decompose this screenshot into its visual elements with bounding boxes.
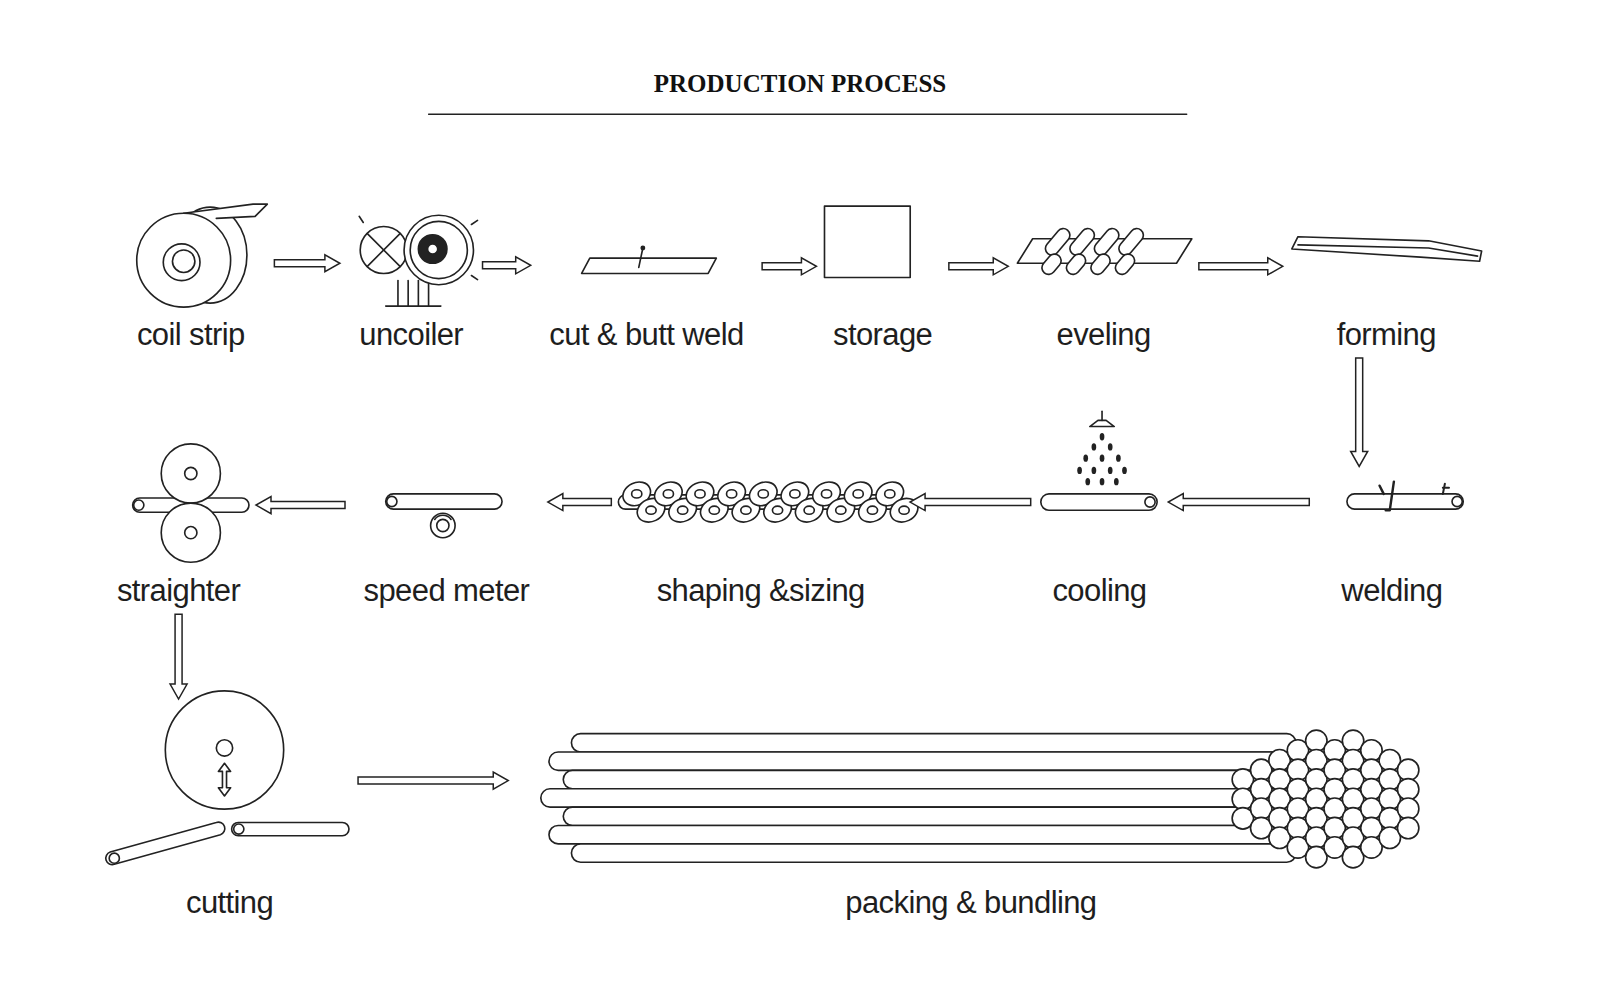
straightener-icon [133, 444, 249, 562]
process-step: packing & bundling [513, 733, 1428, 922]
flow-arrow [949, 258, 1008, 275]
process-step: coil strip [112, 202, 269, 353]
step-label: cut & butt weld [546, 317, 746, 353]
welding-icon [1347, 482, 1463, 511]
flow-arrow [762, 258, 816, 275]
flow-arrow [170, 614, 187, 699]
cooling-icon [1041, 411, 1157, 510]
step-label: speed meter [361, 573, 533, 609]
speed-meter-icon [386, 494, 502, 538]
title-rule [429, 114, 1187, 115]
storage-icon [824, 206, 910, 277]
forming-icon [1292, 237, 1482, 261]
step-label: forming [1334, 317, 1439, 353]
process-step: uncoiler [345, 202, 478, 353]
step-label: cutting [183, 885, 276, 921]
flow-arrow [274, 255, 340, 272]
step-label: eveling [1054, 317, 1154, 353]
flow-arrow [358, 772, 508, 789]
flow-arrow [483, 257, 531, 274]
process-step: cut & butt weld [536, 202, 757, 353]
flow-arrow [548, 494, 611, 511]
process-step: storage [821, 202, 943, 353]
step-label: coil strip [134, 317, 248, 353]
step-label: straighter [114, 573, 243, 609]
flow-arrow [1199, 258, 1283, 275]
strip-weld-icon [582, 246, 717, 273]
leveling-icon [1017, 226, 1191, 277]
diagram-title: PRODUCTION PROCESS [0, 70, 1600, 98]
process-step: cutting [106, 704, 353, 921]
flow-arrow [1351, 358, 1368, 466]
process-step: welding [1314, 471, 1469, 609]
coil-icon [137, 204, 268, 307]
flow-arrow [910, 494, 1031, 511]
step-label: uncoiler [356, 317, 466, 353]
uncoiler-icon [359, 215, 477, 306]
step-label: storage [830, 317, 935, 353]
sizing-rolls-icon [618, 478, 921, 527]
flow-arrow [1168, 494, 1309, 511]
process-step: shaping &sizing [616, 464, 905, 609]
process-step: speed meter [350, 480, 543, 610]
process-step: forming [1288, 202, 1485, 353]
process-step: eveling [1013, 202, 1194, 353]
process-step: straighter [106, 441, 251, 609]
step-label: cooling [1049, 573, 1149, 609]
step-label: welding [1338, 573, 1445, 609]
flow-arrow [256, 497, 345, 514]
bundle-icon [541, 730, 1419, 868]
step-label: packing & bundling [842, 885, 1099, 921]
process-step: cooling [1036, 408, 1164, 609]
step-label: shaping &sizing [654, 573, 868, 609]
cutting-icon [106, 691, 349, 865]
